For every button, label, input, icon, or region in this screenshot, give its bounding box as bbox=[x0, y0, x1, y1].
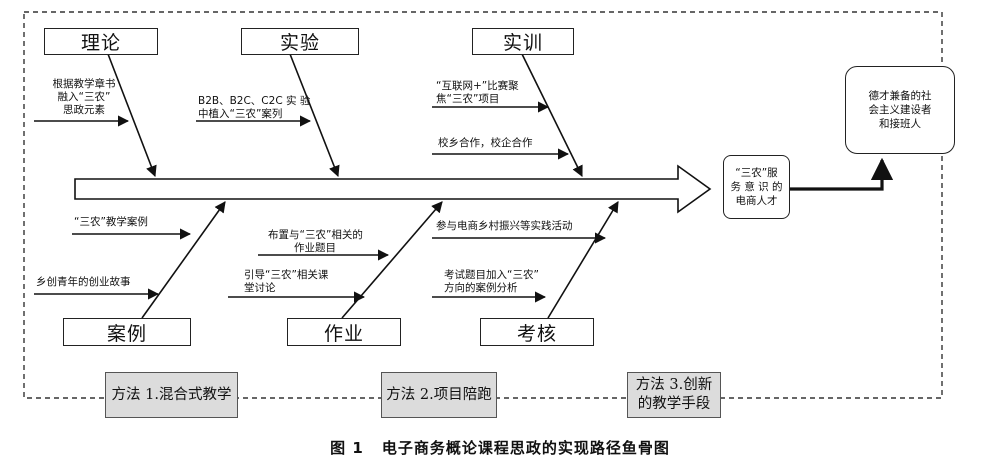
annotation-line: 引导“三农”相关课 bbox=[244, 269, 329, 281]
annotation-line: 布置与“三农”相关的 bbox=[268, 229, 363, 241]
annotation-case-2: 乡创青年的创业故事 bbox=[36, 276, 131, 289]
annotation-line: 思政元素 bbox=[63, 104, 105, 116]
head-box-line: “三农”服 bbox=[735, 167, 778, 179]
annotation-line: “互联网+”比赛聚 bbox=[436, 80, 519, 92]
bone-training bbox=[521, 53, 583, 178]
category-box-case: 案例 bbox=[63, 318, 191, 346]
figure-title: 电子商务概论课程思政的实现路径鱼骨图 bbox=[381, 439, 670, 457]
annotation-homework-2: 引导“三农”相关课 堂讨论 bbox=[244, 269, 328, 295]
head-box-line: 务 意 识 的 bbox=[730, 181, 783, 193]
method-box-2: 方法 2.项目陪跑 bbox=[381, 372, 497, 418]
bone-theory bbox=[107, 53, 157, 178]
annotation-line: “三农”教学案例 bbox=[74, 216, 148, 228]
annotation-line: 乡创青年的创业故事 bbox=[36, 276, 131, 288]
figure-number: 图 1 bbox=[330, 439, 364, 457]
goal-box-line: 会主义建设者 bbox=[868, 104, 932, 116]
annotation-case-1: “三农”教学案例 bbox=[74, 216, 148, 229]
category-box-exam: 考核 bbox=[480, 318, 594, 346]
annotation-training-1: “互联网+”比赛聚 焦“三农”项目 bbox=[436, 80, 519, 106]
goal-box-line: 德才兼备的社 bbox=[868, 90, 932, 102]
head-box-talent: “三农”服 务 意 识 的 电商人才 bbox=[723, 155, 790, 219]
method-box-1: 方法 1.混合式教学 bbox=[105, 372, 238, 418]
annotation-experiment: B2B、B2C、C2C 实 验 中植入“三农”案列 bbox=[198, 95, 310, 121]
bone-homework bbox=[341, 201, 443, 319]
bone-exam bbox=[547, 201, 619, 319]
annotation-line: 参与电商乡村振兴等实践活动 bbox=[436, 220, 573, 232]
connector-head-to-goal bbox=[788, 157, 894, 191]
annotation-theory: 根据教学章书 融入“三农” 思政元素 bbox=[34, 78, 134, 117]
annotation-homework-1: 布置与“三农”相关的 作业题目 bbox=[268, 229, 363, 255]
annotation-training-2: 校乡合作，校企合作 bbox=[438, 137, 533, 150]
method-box-3: 方法 3.创新 的教学手段 bbox=[627, 372, 721, 418]
head-box-line: 电商人才 bbox=[735, 195, 778, 207]
category-box-theory: 理论 bbox=[44, 28, 158, 55]
annotation-line: 根据教学章书 bbox=[52, 78, 116, 90]
spine-arrow bbox=[74, 164, 712, 214]
annotation-line: 融入“三农” bbox=[57, 91, 111, 103]
figure-caption: 图 1 电子商务概论课程思政的实现路径鱼骨图 bbox=[0, 437, 1000, 458]
annotation-line: 校乡合作，校企合作 bbox=[438, 137, 533, 149]
bone-case bbox=[141, 201, 226, 319]
annotation-exam-2: 考试题目加入“三农” 方向的案例分析 bbox=[444, 269, 539, 295]
annotation-line: 中植入“三农”案列 bbox=[198, 108, 283, 120]
annotation-line: 考试题目加入“三农” bbox=[444, 269, 539, 281]
annotation-line: 方向的案例分析 bbox=[444, 282, 518, 294]
annotation-exam-1: 参与电商乡村振兴等实践活动 bbox=[436, 220, 573, 233]
goal-box-line: 和接班人 bbox=[879, 118, 921, 130]
goal-box: 德才兼备的社 会主义建设者 和接班人 bbox=[845, 66, 955, 154]
dashed-frame bbox=[23, 11, 943, 399]
annotation-line: 作业题目 bbox=[294, 242, 336, 254]
bone-experiment bbox=[289, 53, 340, 178]
annotation-line: 堂讨论 bbox=[244, 282, 276, 294]
category-box-training: 实训 bbox=[472, 28, 574, 55]
category-box-homework: 作业 bbox=[287, 318, 401, 346]
annotation-line: B2B、B2C、C2C 实 验 bbox=[198, 95, 311, 107]
category-box-experiment: 实验 bbox=[241, 28, 359, 55]
annotation-line: 焦“三农”项目 bbox=[436, 93, 500, 105]
